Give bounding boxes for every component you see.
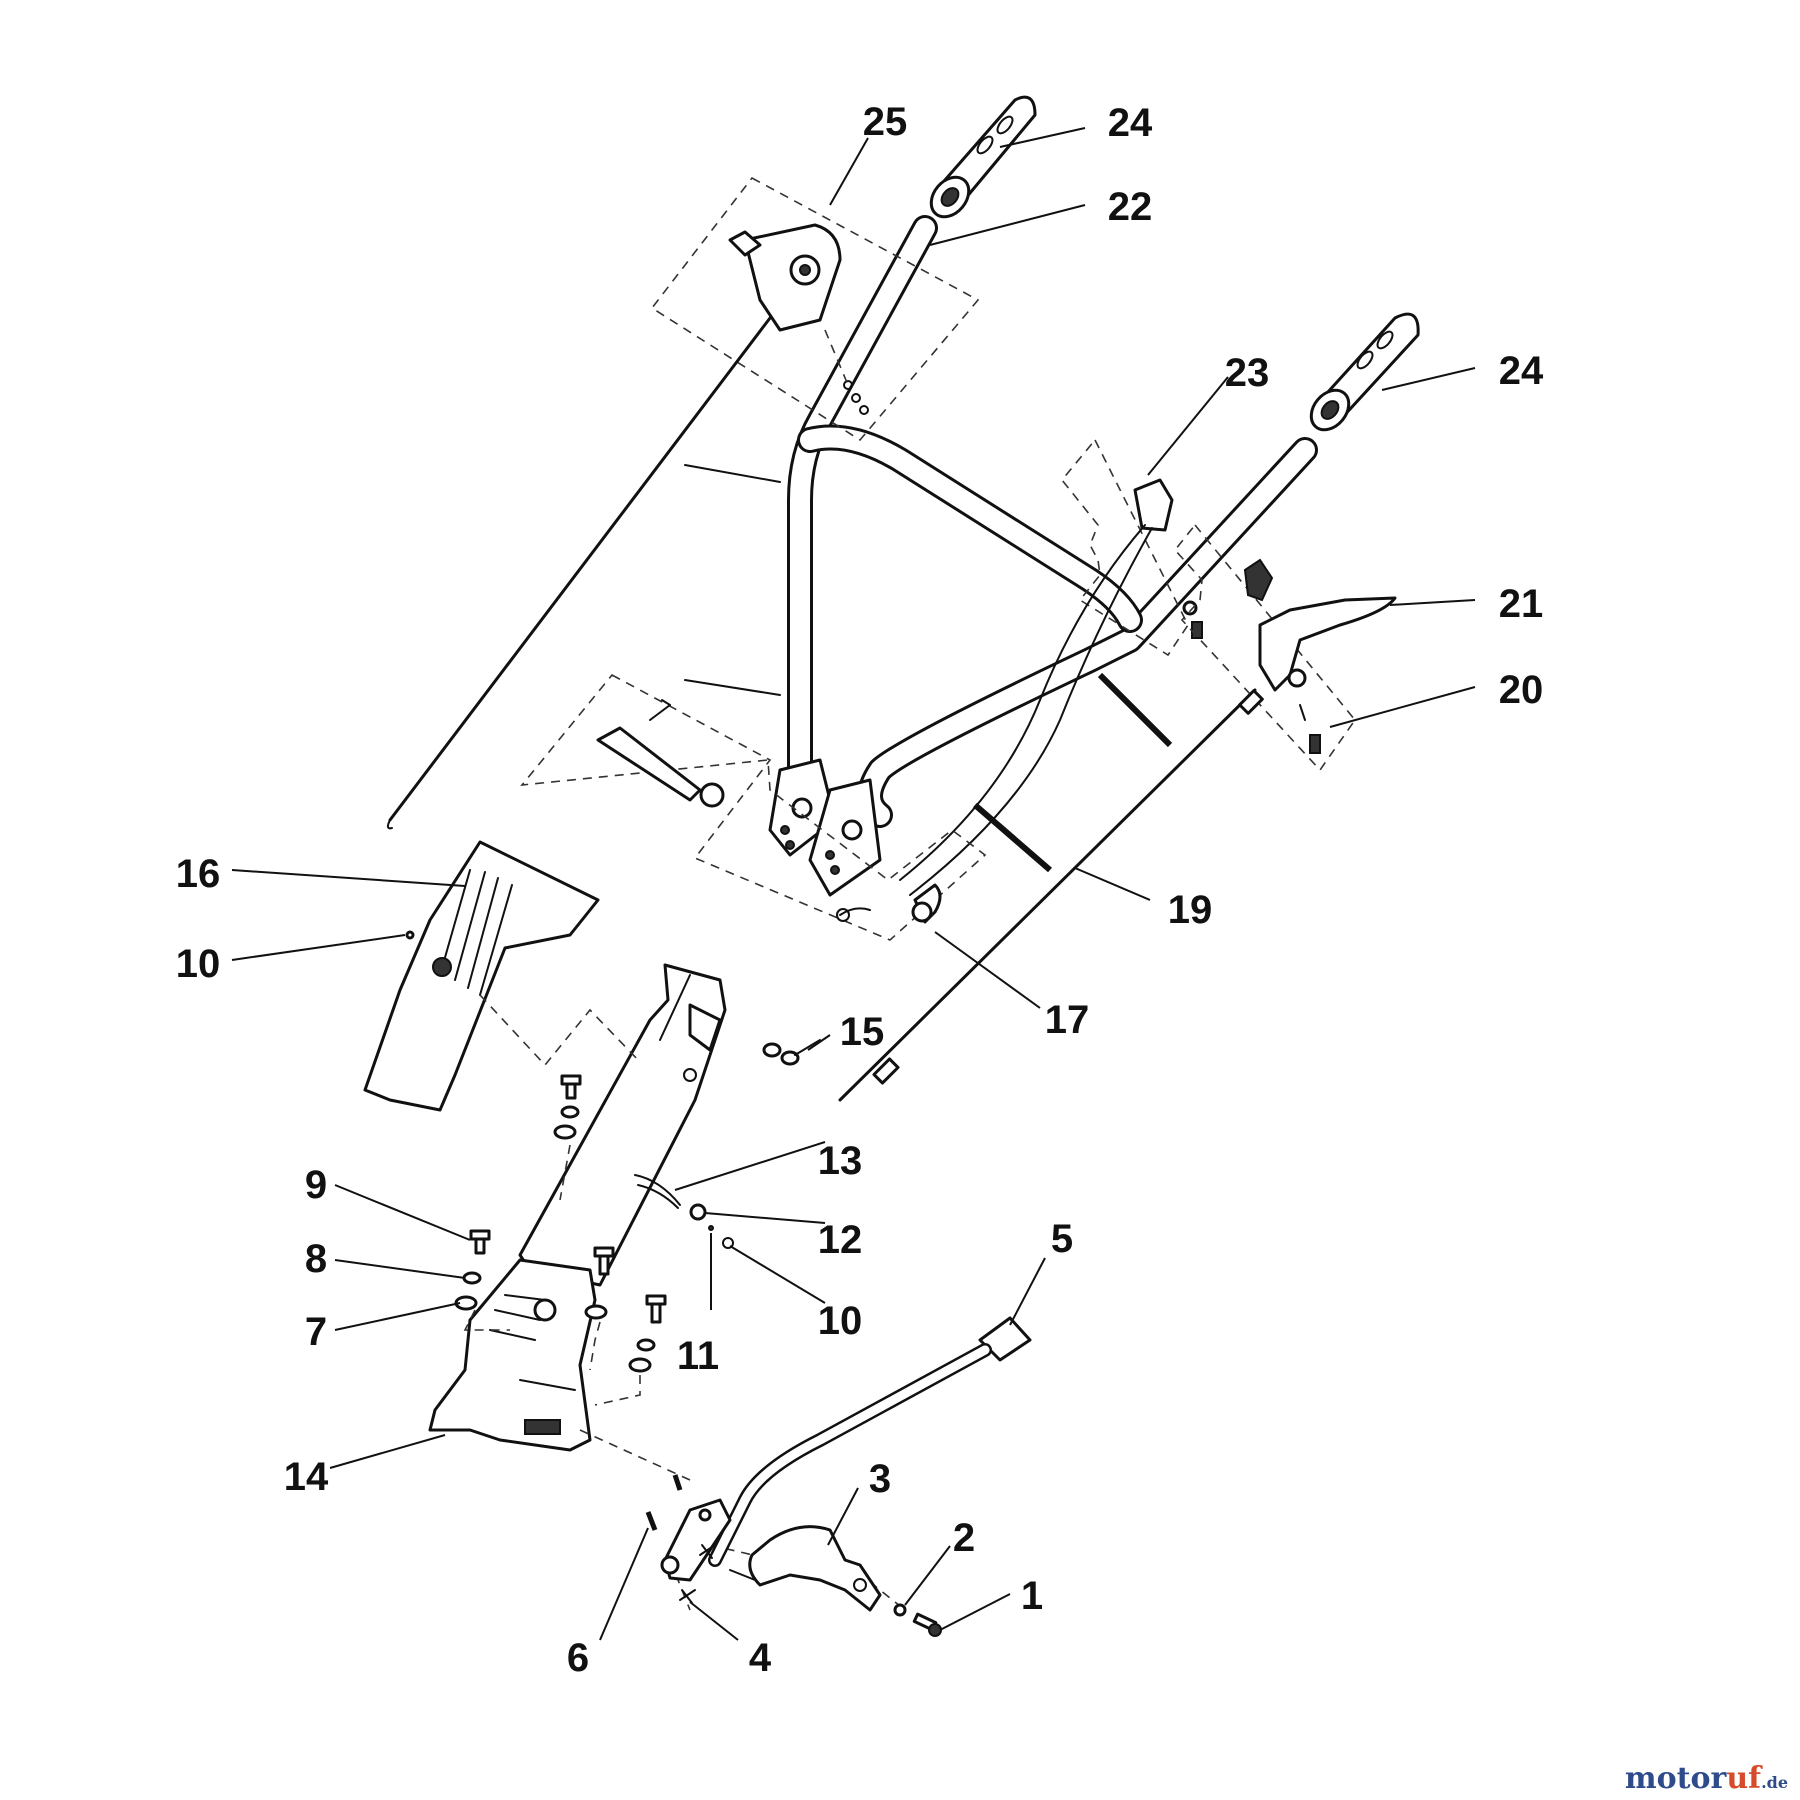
callout-17: 17: [1045, 998, 1090, 1042]
callout-5: 5: [1051, 1217, 1073, 1261]
callout-10: 10: [176, 942, 221, 986]
throttle-control-group: [386, 176, 980, 830]
callout-6: 6: [567, 1636, 589, 1680]
lever-bracket: [748, 1525, 882, 1612]
callout-14: 14: [284, 1455, 329, 1499]
watermark-accent: uf: [1726, 1761, 1762, 1796]
callout-8: 8: [305, 1237, 327, 1281]
callout-16: 16: [176, 852, 221, 896]
callout-labels: 25 24 22 23 24 21 20 16 10 19 17 15 13 9…: [176, 100, 1544, 1680]
bolt: [469, 1229, 491, 1255]
bolt: [593, 1246, 615, 1276]
callout-1: 1: [1021, 1574, 1043, 1618]
callout-24: 24: [1108, 101, 1153, 145]
callout-22: 22: [1108, 185, 1153, 229]
handle-grip-lower: [1309, 312, 1420, 432]
clutch-lever-group: [1173, 523, 1397, 772]
callout-10: 10: [818, 1299, 863, 1343]
callout-9: 9: [305, 1163, 327, 1207]
bolt: [560, 1074, 582, 1100]
callout-23: 23: [1225, 351, 1270, 395]
gear-shift-lever: [660, 1316, 1032, 1582]
column-cover: [363, 840, 600, 1112]
callout-4: 4: [749, 1636, 772, 1680]
bolt: [912, 1612, 942, 1637]
callout-15: 15: [840, 1010, 885, 1054]
base-housing: [428, 1258, 597, 1452]
steering-column: [518, 963, 727, 1287]
callout-2: 2: [953, 1516, 975, 1560]
callout-25: 25: [863, 100, 908, 144]
callout-3: 3: [869, 1457, 891, 1501]
handle-clamp-group: [520, 673, 987, 941]
stop-switch-group: [899, 438, 1203, 896]
handlebar-bracket: [768, 758, 882, 897]
callout-7: 7: [305, 1310, 327, 1354]
leader-lines: [231, 127, 1476, 1641]
clutch-cable: [838, 688, 1264, 1102]
callout-21: 21: [1499, 582, 1544, 626]
callout-19: 19: [1168, 888, 1213, 932]
watermark-suffix: .de: [1761, 1773, 1788, 1792]
pins: [645, 1474, 942, 1637]
callout-24: 24: [1499, 349, 1544, 393]
handlebar-frame: [787, 215, 1318, 828]
bolt: [645, 1294, 667, 1324]
cable-ties: [684, 464, 1173, 873]
watermark-brand: motor: [1624, 1761, 1727, 1796]
loose-fasteners: [454, 1039, 821, 1373]
callout-11: 11: [677, 1334, 719, 1378]
callout-20: 20: [1499, 668, 1544, 712]
handle-grip-upper: [929, 95, 1037, 219]
callout-13: 13: [818, 1139, 863, 1183]
callout-12: 12: [818, 1218, 863, 1262]
brand-watermark: motoruf.de: [1625, 1761, 1788, 1796]
